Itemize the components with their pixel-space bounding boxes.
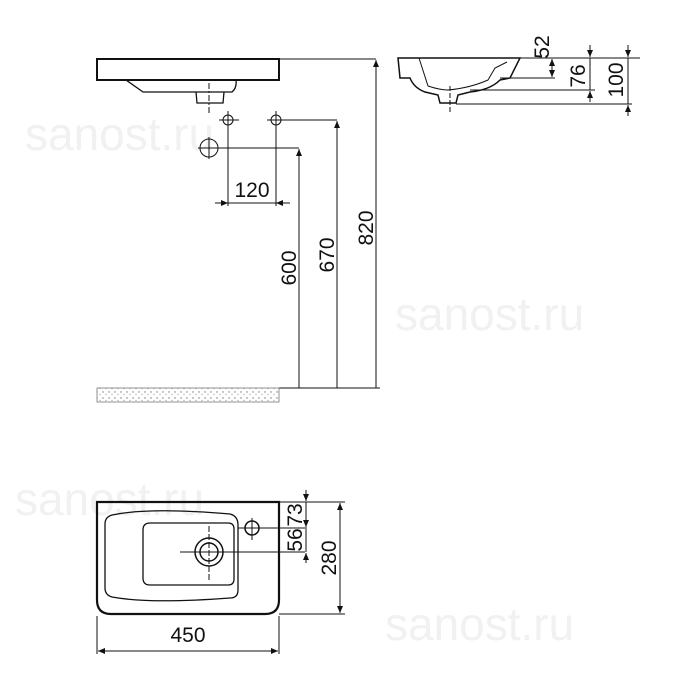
basin-outline — [95, 500, 281, 616]
watermarks: sanost.ru sanost.ru sanost.ru sanost.ru — [15, 108, 584, 650]
watermark: sanost.ru — [395, 288, 584, 340]
drain-outlet — [195, 91, 225, 104]
basin-slab — [96, 58, 280, 81]
dim-width: 450 — [170, 624, 205, 647]
basin-rim — [104, 510, 239, 602]
section-view: 52 76 100 — [397, 35, 640, 116]
dim-drain-height: 600 — [278, 250, 301, 285]
basin-bowl — [142, 522, 235, 586]
side-view: 120 600 670 820 — [96, 58, 380, 403]
dim-drain-offset: 56 — [284, 528, 307, 551]
basin-bowl — [125, 79, 237, 93]
dim-tap-offset: 73 — [284, 503, 307, 526]
dim-tap-spacing: 120 — [234, 179, 269, 202]
basin-section — [397, 57, 522, 104]
watermark: sanost.ru — [15, 473, 204, 525]
dim-section-52: 52 — [531, 35, 554, 58]
dim-total-height: 820 — [355, 210, 378, 245]
section-dimension-lines — [456, 45, 640, 116]
basin-inner-surface — [418, 57, 508, 91]
watermark: sanost.ru — [25, 108, 214, 160]
watermark: sanost.ru — [385, 598, 574, 650]
dim-section-76: 76 — [567, 64, 590, 87]
floor — [96, 387, 280, 403]
dim-depth: 280 — [318, 540, 341, 575]
dim-section-100: 100 — [605, 62, 628, 97]
top-dimension-lines — [96, 490, 345, 654]
dimension-lines — [215, 58, 380, 389]
dim-tap-height: 670 — [316, 237, 339, 272]
top-view: 73 56 280 450 — [95, 490, 345, 654]
